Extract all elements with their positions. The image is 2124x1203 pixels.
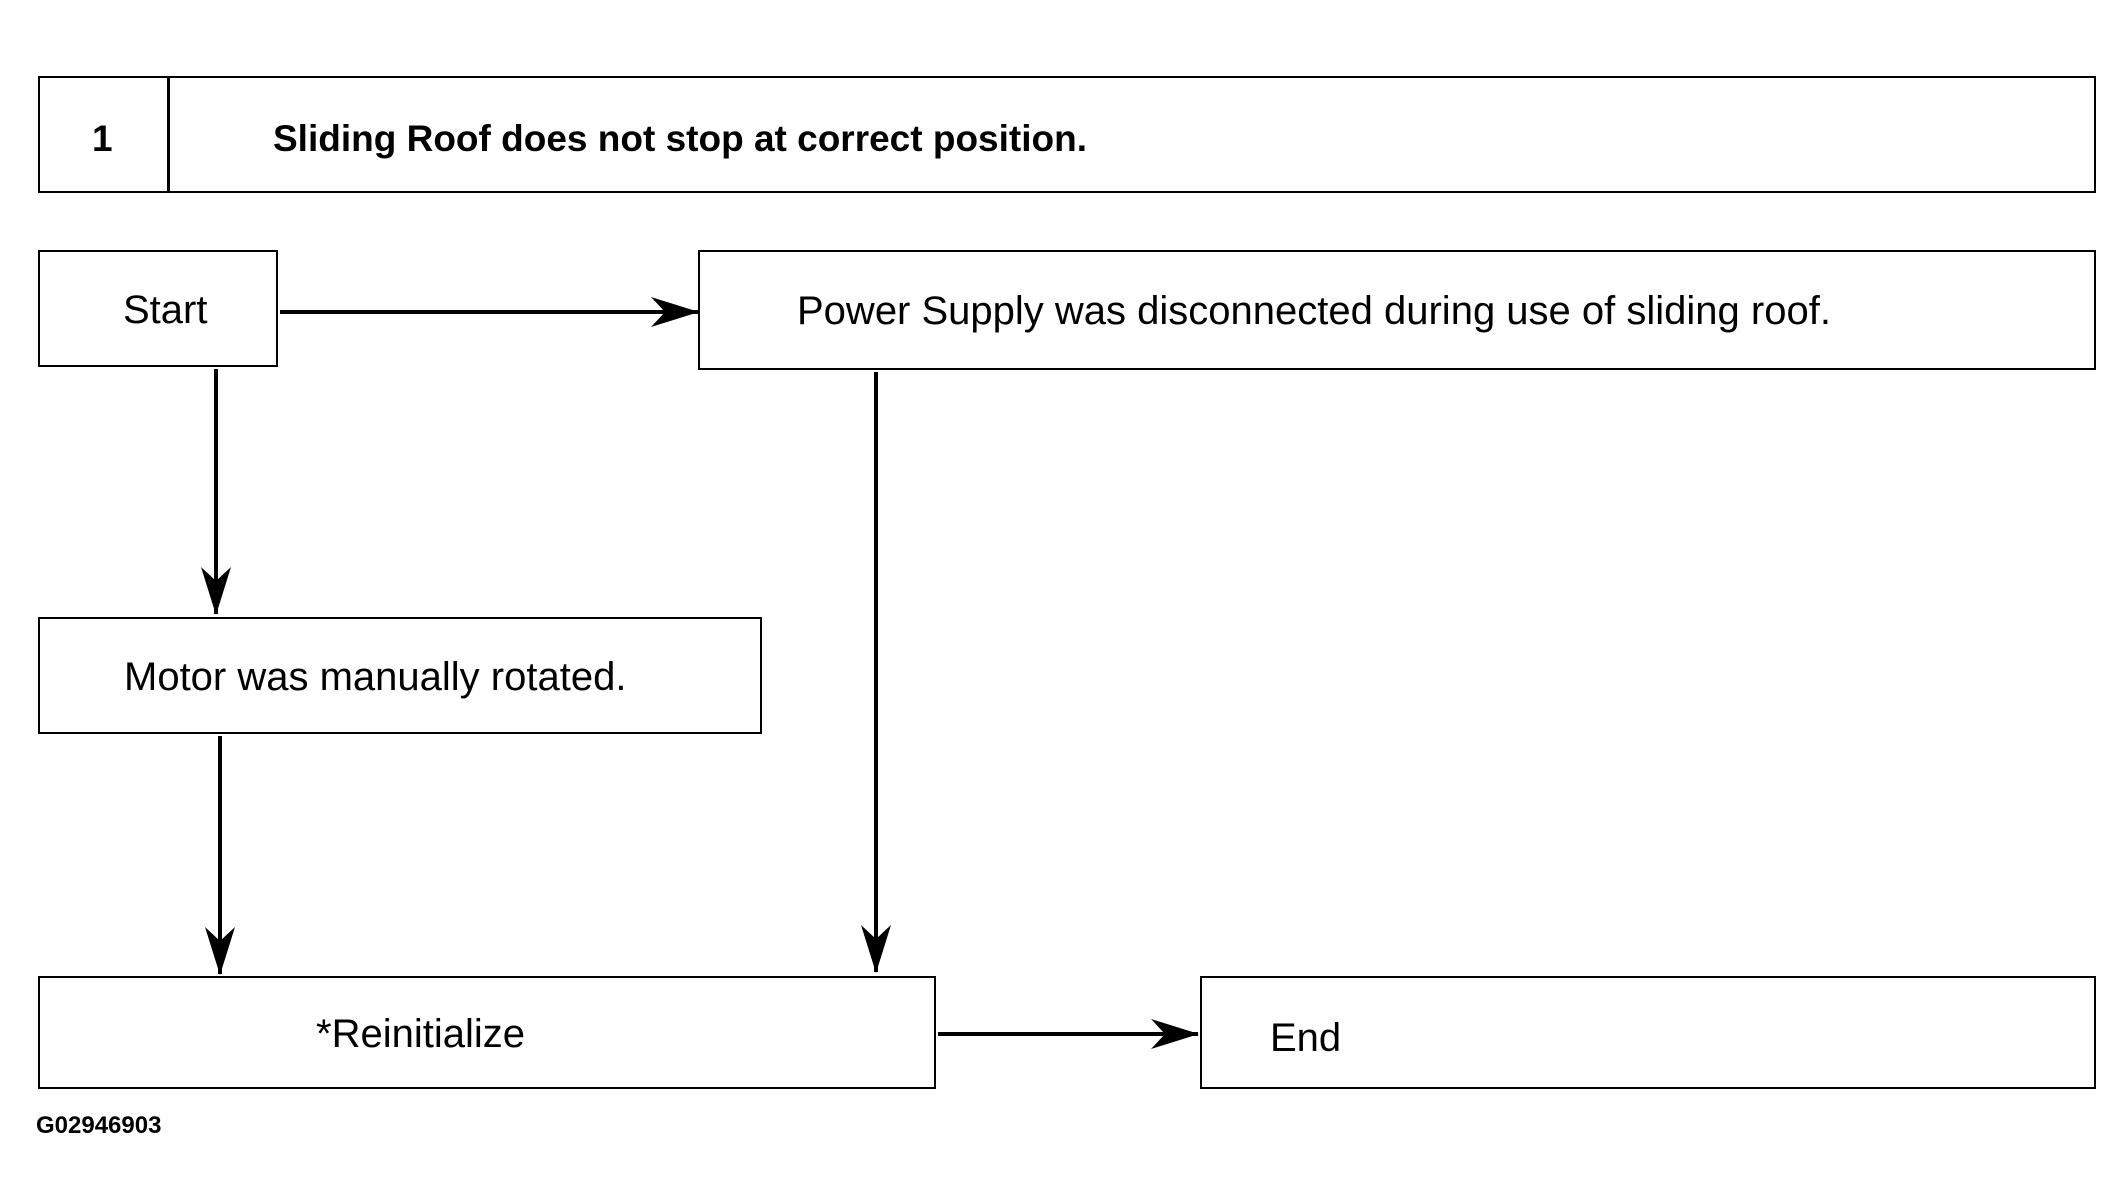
reinitialize-label: *Reinitialize: [316, 1012, 525, 1056]
motor-node: Motor was manually rotated.: [38, 617, 762, 734]
motor-label: Motor was manually rotated.: [124, 655, 627, 699]
step-title: Sliding Roof does not stop at correct po…: [273, 118, 1087, 159]
power-supply-node: Power Supply was disconnected during use…: [698, 250, 2096, 370]
step-header: 1 Sliding Roof does not stop at correct …: [38, 76, 2096, 193]
start-label: Start: [123, 288, 208, 332]
start-node: Start: [38, 250, 278, 367]
end-node: End: [1200, 976, 2096, 1089]
step-number: 1: [92, 118, 113, 159]
power-supply-label: Power Supply was disconnected during use…: [797, 289, 1831, 333]
end-label: End: [1270, 1016, 1342, 1060]
reinitialize-node: *Reinitialize: [38, 976, 936, 1089]
figure-id: G02946903: [36, 1112, 162, 1139]
step-number-divider: [167, 78, 170, 191]
